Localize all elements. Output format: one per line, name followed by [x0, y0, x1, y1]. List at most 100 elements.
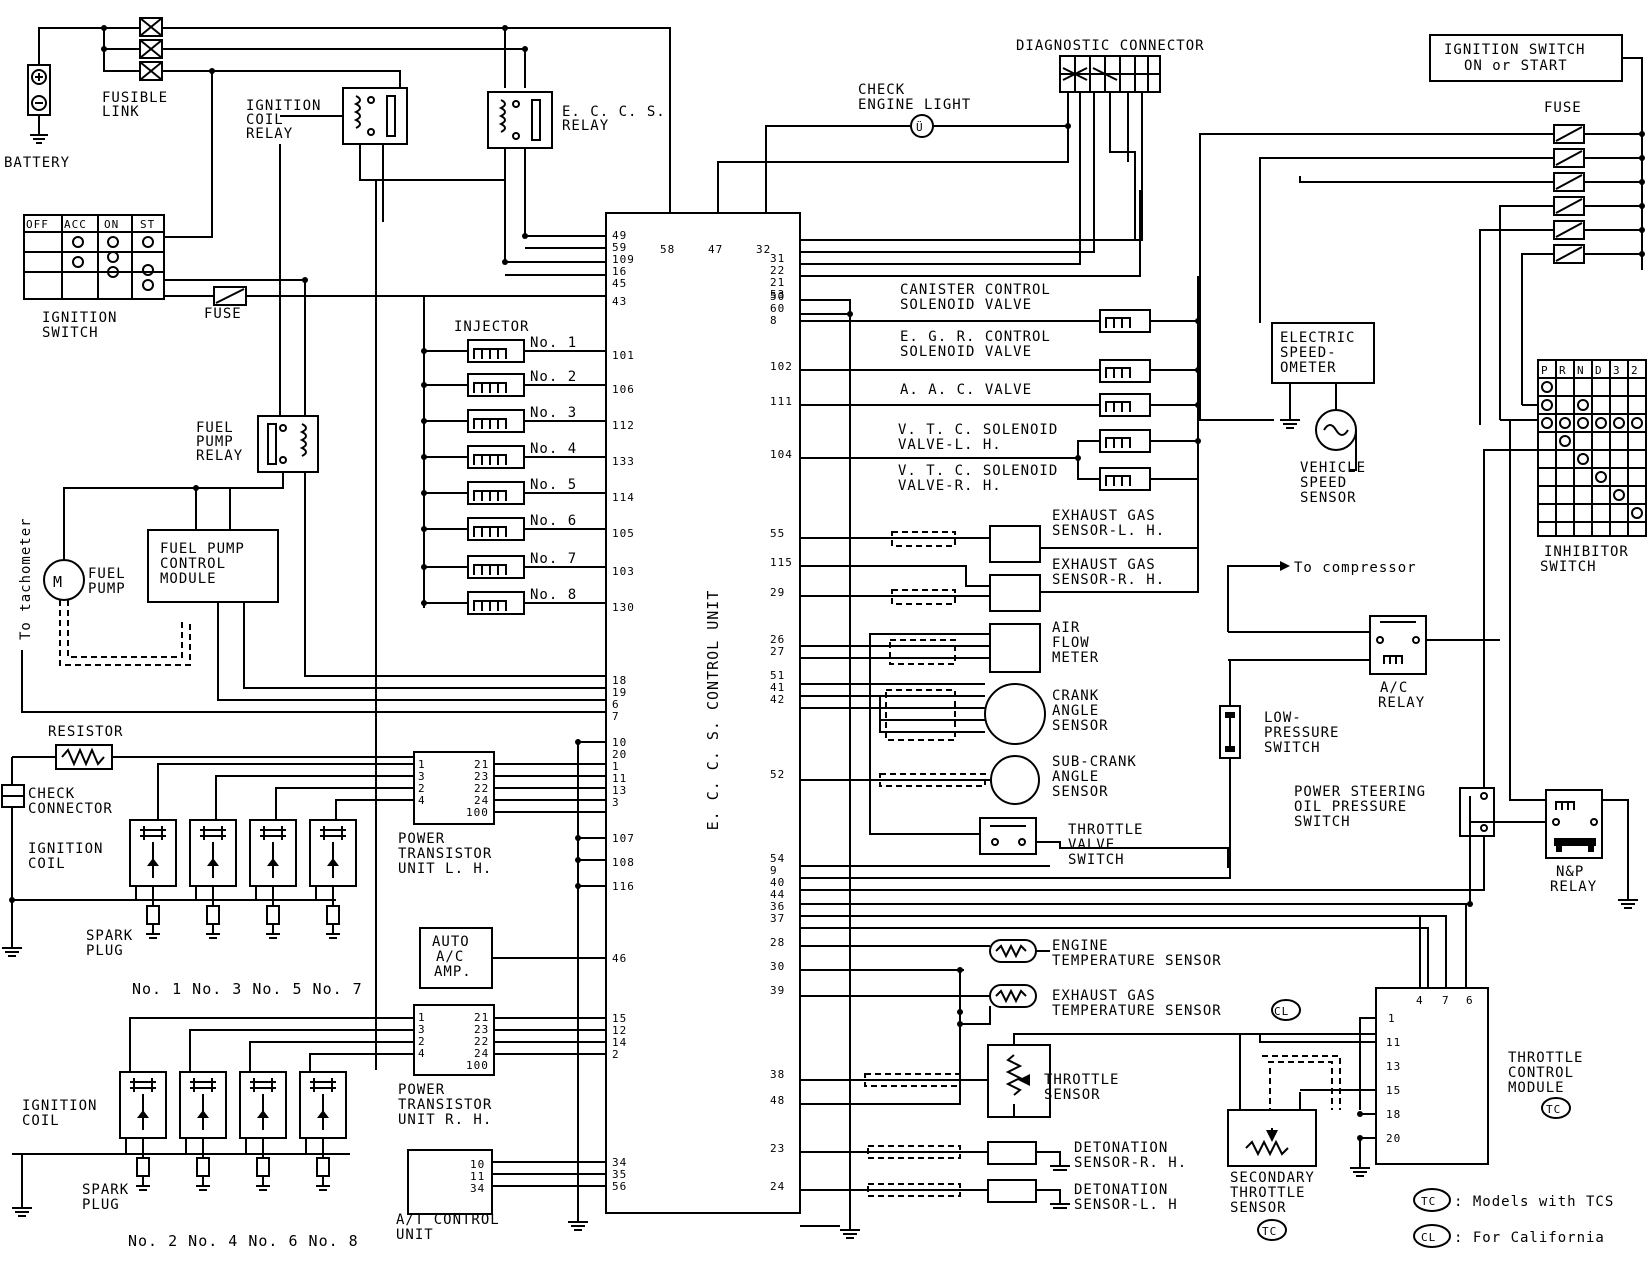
egr-l2: SOLENOID VALVE — [900, 344, 1032, 360]
svg-text:2: 2 — [418, 1035, 426, 1048]
tvs-l1: THROTTLE — [1068, 822, 1143, 838]
tcm-l3: MODULE — [1508, 1080, 1565, 1096]
throttle-sensor-l2: SENSOR — [1044, 1087, 1101, 1103]
ecu-pin-right: 53 — [770, 288, 785, 301]
fuel-pump-control-module: FUEL PUMP CONTROL MODULE — [147, 529, 279, 603]
ecu-pin-left: 18 — [612, 674, 627, 687]
crank-l2: ANGLE — [1052, 703, 1099, 719]
ign-on-start-l2: ON or START — [1464, 58, 1568, 74]
svg-text:3: 3 — [418, 1023, 426, 1036]
eccs-relay-l2: RELAY — [562, 118, 609, 134]
injector-8: No. 8 — [421, 587, 606, 615]
spark-bot-l2: PLUG — [82, 1197, 120, 1213]
np-l2: RELAY — [1550, 879, 1597, 895]
vss-l1: VEHICLE — [1300, 460, 1366, 476]
ecu-pin-right: 52 — [770, 768, 785, 781]
plugs-bot-label: No. 2 No. 4 No. 6 No. 8 — [128, 1232, 359, 1250]
injector-1: No. 1 — [421, 335, 606, 363]
ignition-coil-relay: IGNITION COIL RELAY — [246, 87, 408, 145]
diagnostic-connector: DIAGNOSTIC CONNECTOR — [1016, 38, 1204, 93]
svg-text:1: 1 — [418, 758, 426, 771]
ecu-pin-right: 39 — [770, 984, 785, 997]
ecu-pin-left: 43 — [612, 295, 627, 308]
inhibitor-l1: INHIBITOR — [1544, 544, 1629, 560]
canister-control-solenoid: CANISTER CONTROL SOLENOID VALVE — [900, 282, 1151, 333]
exhaust-gas-temperature-sensor: EXHAUST GAS TEMPERATURE SENSOR CL — [989, 984, 1301, 1021]
tcm-l2: CONTROL — [1508, 1065, 1574, 1081]
svg-text:100: 100 — [466, 1059, 489, 1072]
ign-col-acc: ACC — [64, 218, 87, 231]
ecu-pin-right: 40 — [770, 876, 785, 889]
fusible-link-label-2: LINK — [102, 104, 140, 120]
ecu-pin-top: 58 — [660, 243, 675, 256]
spark-plug — [146, 905, 160, 939]
ac-amp-l2: A/C — [436, 949, 464, 965]
eccs-relay: E. C. C. S. RELAY — [487, 91, 665, 149]
svg-text:15: 15 — [1386, 1084, 1401, 1097]
ecu-pin-right: 29 — [770, 586, 785, 599]
inhibitor-col: R — [1559, 364, 1567, 377]
canister-l2: SOLENOID VALVE — [900, 297, 1032, 313]
exhaust-gas-sensor-lh: EXHAUST GAS SENSOR-L. H. — [989, 508, 1165, 563]
spark-plug — [316, 1157, 330, 1191]
throttle-sensor-l1: THROTTLE — [1044, 1072, 1119, 1088]
exhaust-gas-sensor-rh: EXHAUST GAS SENSOR-R. H. — [989, 557, 1164, 612]
ign-on-start-l1: IGNITION SWITCH — [1444, 42, 1585, 58]
resistor-label: RESISTOR — [48, 724, 123, 740]
sts-l2: THROTTLE — [1230, 1185, 1305, 1201]
svg-text:1: 1 — [418, 1011, 426, 1024]
vtc-lh-l2: VALVE-L. H. — [898, 437, 1002, 453]
ecu-pin-left: 13 — [612, 784, 627, 797]
exh-temp-l1: EXHAUST GAS — [1052, 988, 1156, 1004]
ptu-rh-l2: TRANSISTOR — [398, 1097, 492, 1113]
fpr-l1: FUEL — [196, 420, 234, 436]
spark-plug — [136, 1157, 150, 1191]
fpr-l3: RELAY — [196, 448, 243, 464]
det-rh-l2: SENSOR-R. H. — [1074, 1155, 1187, 1171]
ecu-pin-left: 14 — [612, 1036, 627, 1049]
svg-text:11: 11 — [470, 1170, 485, 1183]
svg-text:22: 22 — [474, 782, 489, 795]
svg-text:18: 18 — [1386, 1108, 1401, 1121]
spark-top-l1: SPARK — [86, 928, 133, 944]
afm-l3: METER — [1052, 650, 1099, 666]
injector-3: No. 3 — [421, 405, 606, 433]
ecu-pin-left: 34 — [612, 1156, 627, 1169]
ignition-switch: OFF ACC ON ST IGNITION SWITCH — [23, 214, 165, 341]
ecu-pin-right: 50 — [770, 290, 785, 303]
ecu-pin-right: 30 — [770, 960, 785, 973]
electric-speedometer: ELECTRIC SPEED- OMETER — [1271, 322, 1375, 384]
fuse-bank — [1553, 124, 1645, 264]
fuse-ignition: FUSE — [204, 286, 247, 322]
lps-l1: LOW- — [1264, 710, 1302, 726]
ignition-coils-lh — [129, 819, 357, 939]
lps-l2: PRESSURE — [1264, 725, 1339, 741]
ego-lh-l2: SENSOR-L. H. — [1052, 523, 1165, 539]
ign-col-off: OFF — [26, 218, 49, 231]
ign-coil-relay-l1: IGNITION — [246, 98, 321, 114]
secondary-throttle-sensor: SECONDARY THROTTLE SENSOR TC — [1227, 1109, 1317, 1241]
np-l1: N&P — [1556, 864, 1584, 880]
power-steering-switch: POWER STEERING OIL PRESSURE SWITCH — [1294, 784, 1495, 837]
spark-bot-l1: SPARK — [82, 1182, 129, 1198]
ecu-pin-left: 10 — [612, 736, 627, 749]
det-lh-l1: DETONATION — [1074, 1182, 1168, 1198]
ecu-pin-left: 1 — [612, 760, 620, 773]
fuel-pump-l2: PUMP — [88, 581, 126, 597]
tvs-l3: SWITCH — [1068, 852, 1125, 868]
ptu-rh-l3: UNIT R. H. — [398, 1112, 492, 1128]
ecu-pin-right: 44 — [770, 888, 785, 901]
legend-tc-badge: TC — [1421, 1195, 1436, 1208]
ac-relay-l1: A/C — [1380, 680, 1408, 696]
injector-7: No. 7 — [421, 551, 606, 579]
legend-cl-badge: CL — [1421, 1231, 1436, 1244]
ignition-coil-unit — [129, 819, 177, 939]
svg-text:21: 21 — [474, 758, 489, 771]
ecu-pin-left: 106 — [612, 383, 635, 396]
ecu-pin-right: 28 — [770, 936, 785, 949]
ign-coil-relay-l3: RELAY — [246, 126, 293, 142]
